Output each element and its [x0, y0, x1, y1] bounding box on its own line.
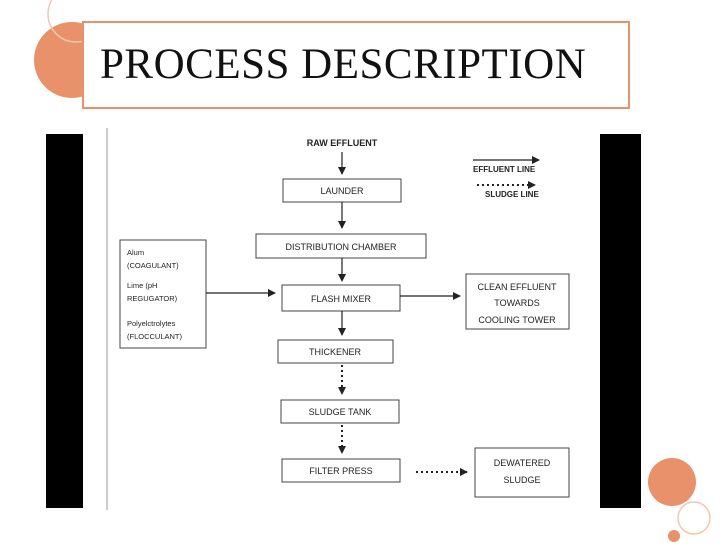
decor-circle-outline-small: [677, 501, 711, 535]
decor-circle-orange: [34, 22, 82, 98]
title-frame: [82, 21, 630, 109]
distribution-chamber-box: [255, 233, 427, 259]
chem-alum: Alum: [127, 248, 144, 257]
clean-effluent-box: [465, 273, 570, 330]
sludge-tank-label: SLUDGE TANK: [309, 407, 372, 417]
slide-title: PROCESS DESCRIPTION: [100, 41, 587, 88]
decor-circle-left: [34, 0, 82, 98]
decor-circle-orange-small: [648, 458, 696, 506]
right-black-bar: [600, 134, 641, 508]
flash-mixer-box: [281, 284, 401, 312]
clean-effluent-line3: COOLING TOWER: [478, 315, 556, 325]
left-black-bar: [46, 134, 83, 508]
thickener-box: [277, 339, 394, 364]
decor-circle-right: [648, 458, 711, 542]
thickener-label: THICKENER: [309, 347, 362, 357]
chem-lime: Lime (pH: [127, 281, 157, 290]
chem-polyelectrolytes: Polyelctrolytes: [127, 319, 176, 328]
flash-mixer-label: FLASH MIXER: [311, 294, 372, 304]
legend-sludge-label: SLUDGE LINE: [485, 190, 539, 199]
filter-press-label: FILTER PRESS: [309, 466, 372, 476]
chem-flocculant: (FLOCCULANT): [127, 332, 183, 341]
chemicals-box: [119, 239, 207, 349]
dewatered-sludge-box: [474, 447, 570, 498]
launder-label: LAUNDER: [320, 186, 364, 196]
distribution-chamber-label: DISTRIBUTION CHAMBER: [285, 242, 397, 252]
filter-press-box: [281, 458, 401, 483]
dewatered-line2: SLUDGE: [503, 475, 540, 485]
dewatered-line1: DEWATERED: [494, 458, 551, 468]
clean-effluent-line2: TOWARDS: [494, 298, 540, 308]
decor-circle-outline: [47, 0, 82, 43]
raw-effluent-label: RAW EFFLUENT: [307, 138, 378, 148]
clean-effluent-line1: CLEAN EFFLUENT: [477, 282, 557, 292]
chem-regulator: REGUGATOR): [127, 294, 178, 303]
legend-effluent-label: EFFLUENT LINE: [473, 165, 536, 174]
chem-coagulant: (COAGULANT): [127, 261, 179, 270]
sludge-tank-box: [280, 399, 400, 424]
process-diagram: RAW EFFLUENT LAUNDER DISTRIBUTION CHAMBE…: [105, 128, 589, 510]
decor-dot: [668, 530, 680, 542]
